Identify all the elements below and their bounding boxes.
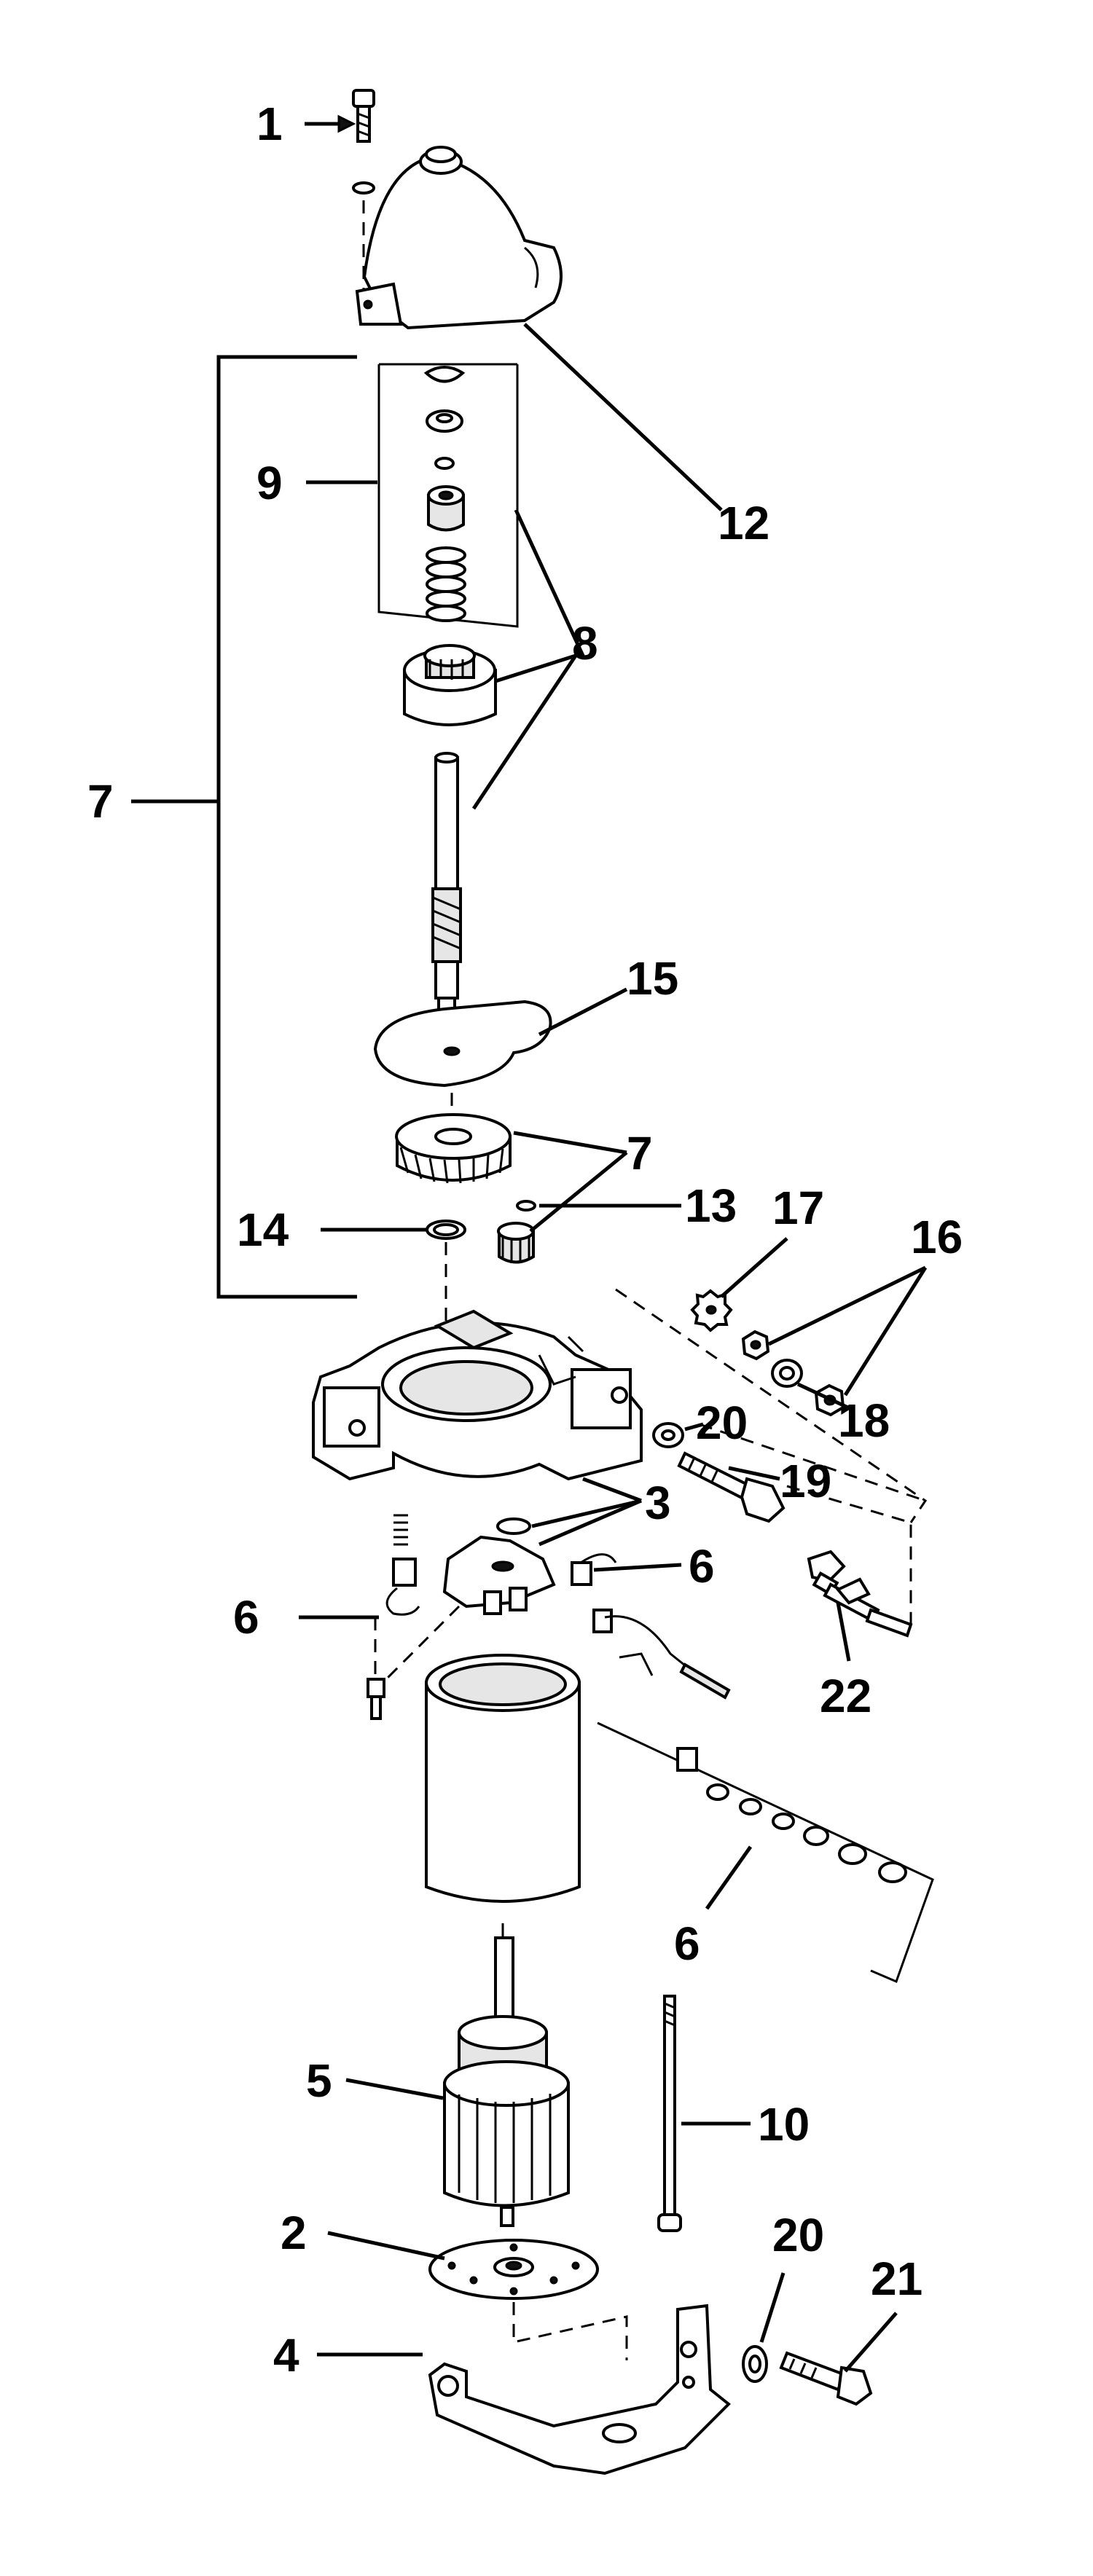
- label-3: 3: [645, 1477, 671, 1529]
- label-18: 18: [838, 1394, 890, 1447]
- label-1: 1: [256, 98, 283, 150]
- label-20-mid: 20: [696, 1397, 748, 1449]
- label-4: 4: [273, 2329, 299, 2381]
- label-17: 17: [772, 1182, 824, 1234]
- label-6-right: 6: [689, 1540, 715, 1593]
- part-housing-frame: [312, 1309, 643, 1481]
- part-14-o-ring: [426, 1220, 466, 1326]
- brush-plate-screw: [367, 1617, 385, 1720]
- part-16-nut-upper: [741, 1330, 770, 1361]
- part-17-star-washer: [690, 1289, 733, 1332]
- part-15-retainer-plate: [373, 1000, 552, 1115]
- part-7-intermediate-gear: [395, 1113, 512, 1184]
- label-2: 2: [281, 2207, 307, 2259]
- part-3-washer: [496, 1517, 531, 1535]
- part-6-terminal-hardware-kit: [597, 1721, 934, 1984]
- label-13: 13: [685, 1179, 737, 1232]
- part-5-armature: [443, 1936, 570, 2227]
- leader-lines: [131, 114, 928, 2373]
- part-20-lock-washer-bottom: [742, 2345, 768, 2383]
- part-13-small-washer: [516, 1200, 536, 1212]
- label-7-main: 7: [87, 775, 114, 828]
- label-5: 5: [306, 2054, 332, 2107]
- label-14: 14: [237, 1203, 289, 1256]
- part-3-brush-holder: [385, 1535, 556, 1681]
- label-6-bottom: 6: [674, 1917, 700, 1970]
- part-12-drive-cap: [355, 146, 563, 330]
- part-20-lock-washer-mid: [652, 1422, 684, 1448]
- label-9: 9: [256, 457, 283, 509]
- label-12: 12: [718, 497, 769, 549]
- label-22: 22: [820, 1670, 871, 1722]
- label-21: 21: [871, 2253, 922, 2305]
- part-18-washer: [771, 1359, 803, 1388]
- part-9-parts-kit: [377, 363, 519, 628]
- hardware-kit-outline: [615, 1288, 928, 1523]
- part-21-bolt: [779, 2351, 873, 2406]
- part-8-pinion-gear: [403, 644, 497, 726]
- label-6-left: 6: [233, 1591, 259, 1644]
- part-7-small-gear: [497, 1222, 535, 1264]
- label-8: 8: [572, 617, 598, 669]
- label-7-gears: 7: [627, 1127, 653, 1179]
- label-20-bottom: 20: [772, 2209, 824, 2261]
- callout-labels: 1 12 9 8 7 15 7 13 14 17 16 18 20 19 3 6…: [87, 98, 963, 2381]
- label-10: 10: [758, 2098, 810, 2151]
- label-16: 16: [911, 1211, 963, 1263]
- part-10-through-bolt: [657, 1995, 682, 2232]
- brush-spring: [393, 1514, 408, 1546]
- spring: [426, 546, 466, 622]
- label-15: 15: [627, 952, 678, 1005]
- part-6-lead-wire: [592, 1609, 731, 1700]
- part-6-brush-right: [571, 1553, 617, 1586]
- part-19-terminal-bolt: [677, 1451, 912, 1625]
- part-2-end-plate: [428, 2239, 628, 2360]
- label-19: 19: [780, 1455, 831, 1507]
- part-6-brush-left: [385, 1514, 420, 1616]
- part-22-terminal-stud: [807, 1550, 913, 1638]
- part-4-mounting-bracket: [428, 2304, 731, 2475]
- part-field-frame: [425, 1654, 581, 1938]
